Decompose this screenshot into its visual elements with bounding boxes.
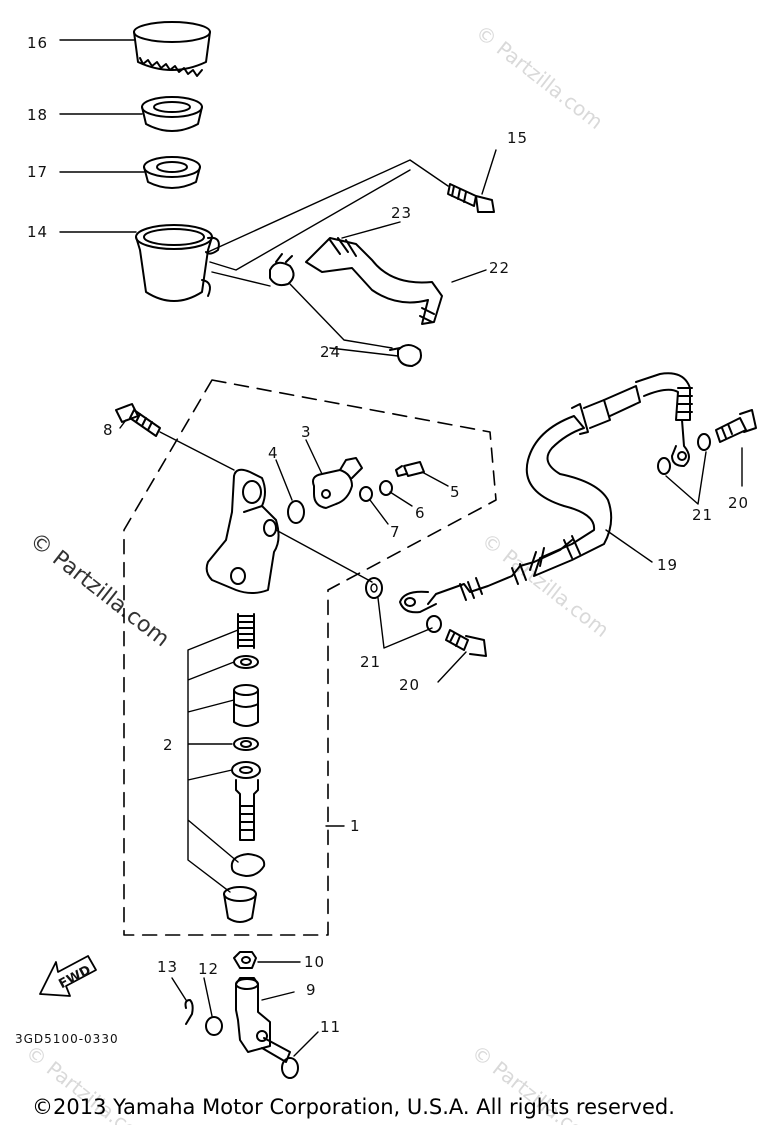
callout-21-lower: 21: [360, 653, 382, 671]
reservoir-cap-part: [59, 21, 211, 77]
callout-16: 16: [27, 34, 49, 52]
washer-21-upper-b-part: [697, 433, 711, 451]
spring-part: [237, 613, 255, 649]
copyright-notice: ©2013 Yamaha Motor Corporation, U.S.A. A…: [32, 1095, 675, 1119]
hose-clip-lower-part: [389, 344, 422, 367]
callout-15: 15: [507, 129, 529, 147]
washer-7-part: [359, 486, 373, 502]
callout-3: 3: [301, 423, 312, 441]
dust-boot-part: [223, 886, 257, 923]
callout-8: 8: [103, 421, 114, 439]
reservoir-hose-part: [305, 221, 487, 325]
callout-23: 23: [391, 204, 413, 222]
washer-21-lower-part: [426, 615, 442, 633]
callout-17: 17: [27, 163, 49, 181]
callout-19: 19: [657, 556, 679, 574]
drawing-code: 3GD5100-0330: [15, 1032, 119, 1046]
cotter-pin-part: [171, 977, 194, 1025]
banjo-bolt-upper-part: [715, 409, 757, 487]
small-screw-part: [395, 461, 449, 487]
callout-24: 24: [320, 343, 342, 361]
assembly-dashed-outline: [123, 379, 497, 936]
plain-washer-part: [205, 1016, 223, 1036]
circlip-part: [230, 853, 266, 877]
callout-5: 5: [450, 483, 461, 501]
union-fitting-part: [305, 439, 363, 509]
callout-22: 22: [489, 259, 511, 277]
piston-part: [233, 684, 259, 727]
screw-part: [447, 149, 497, 213]
callout-21-upper: 21: [692, 506, 714, 524]
callout-13: 13: [157, 958, 179, 976]
clevis-part: [235, 977, 295, 1053]
diaphragm-part: [59, 156, 201, 189]
lock-nut-part: [233, 951, 301, 969]
fwd-arrow-icon: [39, 955, 97, 997]
seal-lower-part: [233, 737, 259, 751]
callout-9: 9: [306, 981, 317, 999]
callout-2: 2: [163, 736, 174, 754]
callout-14: 14: [27, 223, 49, 241]
callout-18: 18: [27, 106, 49, 124]
callout-10: 10: [304, 953, 326, 971]
brake-hose-part: [399, 372, 693, 614]
callout-12: 12: [198, 960, 220, 978]
reservoir-tank-part: [59, 224, 220, 302]
callout-7: 7: [390, 523, 401, 541]
clevis-pin-part: [261, 1031, 319, 1079]
hose-clip-upper-part: [269, 253, 295, 287]
banjo-bolt-lower-part: [437, 629, 487, 683]
washer-6-part: [379, 480, 393, 496]
o-ring-part: [287, 500, 305, 524]
master-cylinder-body-part: [205, 468, 373, 594]
mounting-bolt-part: [115, 403, 235, 471]
callout-11: 11: [320, 1018, 342, 1036]
item-2-bracket: [187, 629, 239, 893]
diaphragm-plate-part: [59, 96, 203, 132]
callout-20-lower: 20: [399, 676, 421, 694]
washer-21-upper-a-part: [657, 457, 671, 475]
callout-4: 4: [268, 444, 279, 462]
washer-21-body-part: [365, 577, 383, 599]
callout-6: 6: [415, 504, 426, 522]
seal-upper-part: [233, 655, 259, 669]
callout-20-upper: 20: [728, 494, 750, 512]
callout-1: 1: [350, 817, 361, 835]
push-rod-part: [231, 761, 261, 841]
